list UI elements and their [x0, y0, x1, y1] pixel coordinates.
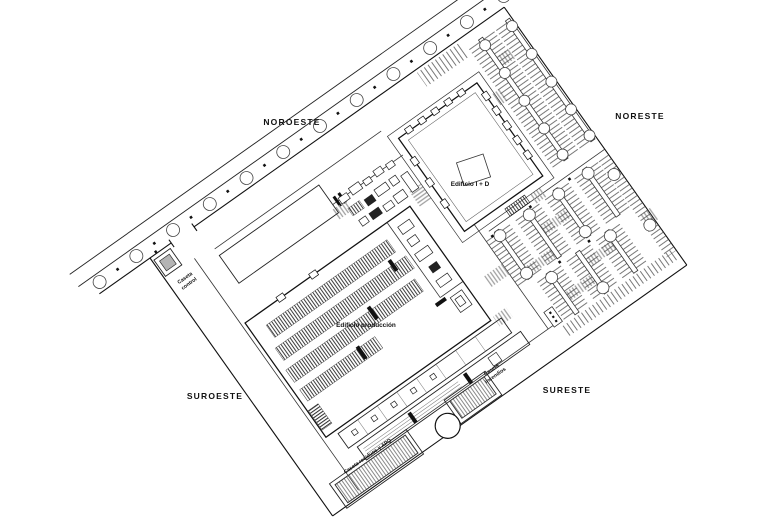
label-edificio-id: Edificio I + D: [451, 181, 490, 188]
tree-icon: [643, 218, 657, 232]
caseta-residuos-building: [328, 428, 425, 509]
tree-icon: [496, 0, 511, 3]
tree-icon: [349, 93, 364, 107]
tree-icon: [565, 103, 577, 116]
lamp-icon: [587, 239, 591, 244]
tree-icon: [596, 281, 610, 295]
parking-column: [536, 222, 648, 322]
edificio-produccion-building: [218, 159, 531, 461]
tree-icon: [522, 208, 536, 222]
tree-icon: [581, 166, 595, 180]
tree-icon: [506, 20, 518, 33]
lamp-icon: [153, 250, 158, 254]
tree-icon: [129, 249, 144, 263]
tree-icon: [556, 148, 569, 161]
ramp-hatch: [504, 194, 531, 217]
lamp-icon: [409, 59, 414, 64]
equipment-cluster: [337, 159, 420, 227]
compass-labels: NOROESTE NORESTE SUROESTE SURESTE: [187, 111, 665, 401]
lamp-icon: [189, 215, 193, 220]
tree-icon: [545, 75, 558, 88]
tree-icon: [552, 187, 566, 201]
label-sureste: SURESTE: [543, 385, 592, 395]
tree-icon: [578, 225, 592, 239]
gate-bar-icon: [332, 195, 342, 208]
perimeter-road: [69, 0, 548, 288]
lamp-icon: [372, 85, 377, 90]
lamp-icon: [262, 163, 267, 168]
tree-icon: [525, 47, 538, 60]
tree-icon: [202, 197, 217, 211]
caseta-incendios-building: [434, 370, 503, 439]
tree-icon: [313, 119, 327, 133]
lamp-icon: [490, 234, 495, 238]
lamp-icon: [336, 111, 340, 116]
site-boundary: [99, 6, 688, 517]
water-tank-icon: [434, 412, 461, 439]
lamp-icon: [446, 33, 450, 38]
label-noroeste: NOROESTE: [263, 117, 320, 127]
tree-icon: [479, 39, 492, 52]
tree-icon: [493, 229, 507, 243]
tree-icon: [603, 229, 617, 243]
tree-icon: [459, 15, 474, 29]
tree-icon: [498, 67, 511, 79]
lamp-icon: [152, 241, 157, 246]
lamp-icon: [557, 260, 562, 264]
tree-icon: [518, 94, 531, 107]
tree-icon: [538, 122, 550, 135]
caseta-control-building: [153, 247, 183, 278]
tree-icon: [92, 275, 107, 289]
service-yard: [218, 184, 340, 284]
road-trees: [92, 0, 511, 289]
utility-box: [543, 306, 563, 328]
label-noreste: NORESTE: [615, 111, 665, 121]
tree-icon: [166, 223, 180, 237]
tree-icon: [239, 171, 254, 185]
lamp-icon: [528, 204, 533, 209]
label-suroeste: SUROESTE: [187, 391, 243, 401]
lamp-icon: [483, 7, 487, 12]
label-box: [455, 153, 492, 187]
lamp-icon: [115, 267, 120, 272]
road-lamps: [115, 7, 487, 272]
lamp-icon: [567, 177, 572, 181]
tree-icon: [276, 145, 291, 159]
tree-icon: [583, 129, 596, 142]
parking-lot-southeast: [484, 152, 678, 337]
tree-icon: [386, 67, 401, 81]
lamp-icon: [225, 189, 230, 194]
tree-icon: [545, 271, 559, 284]
rotated-plan-group: Caseta control Caseta incendios Caseta r…: [69, 0, 688, 517]
tree-icon: [520, 266, 533, 280]
tree-icon: [607, 168, 621, 181]
label-edificio-produccion: Edificio producción: [336, 322, 396, 329]
tree-icon: [423, 41, 438, 55]
edificio-id-building: [386, 71, 555, 244]
parking-lot-northeast: [416, 17, 596, 169]
building-labels: Edificio I + D Edificio producción: [336, 181, 489, 329]
lamp-icon: [299, 137, 304, 142]
south-wing: [337, 317, 531, 461]
